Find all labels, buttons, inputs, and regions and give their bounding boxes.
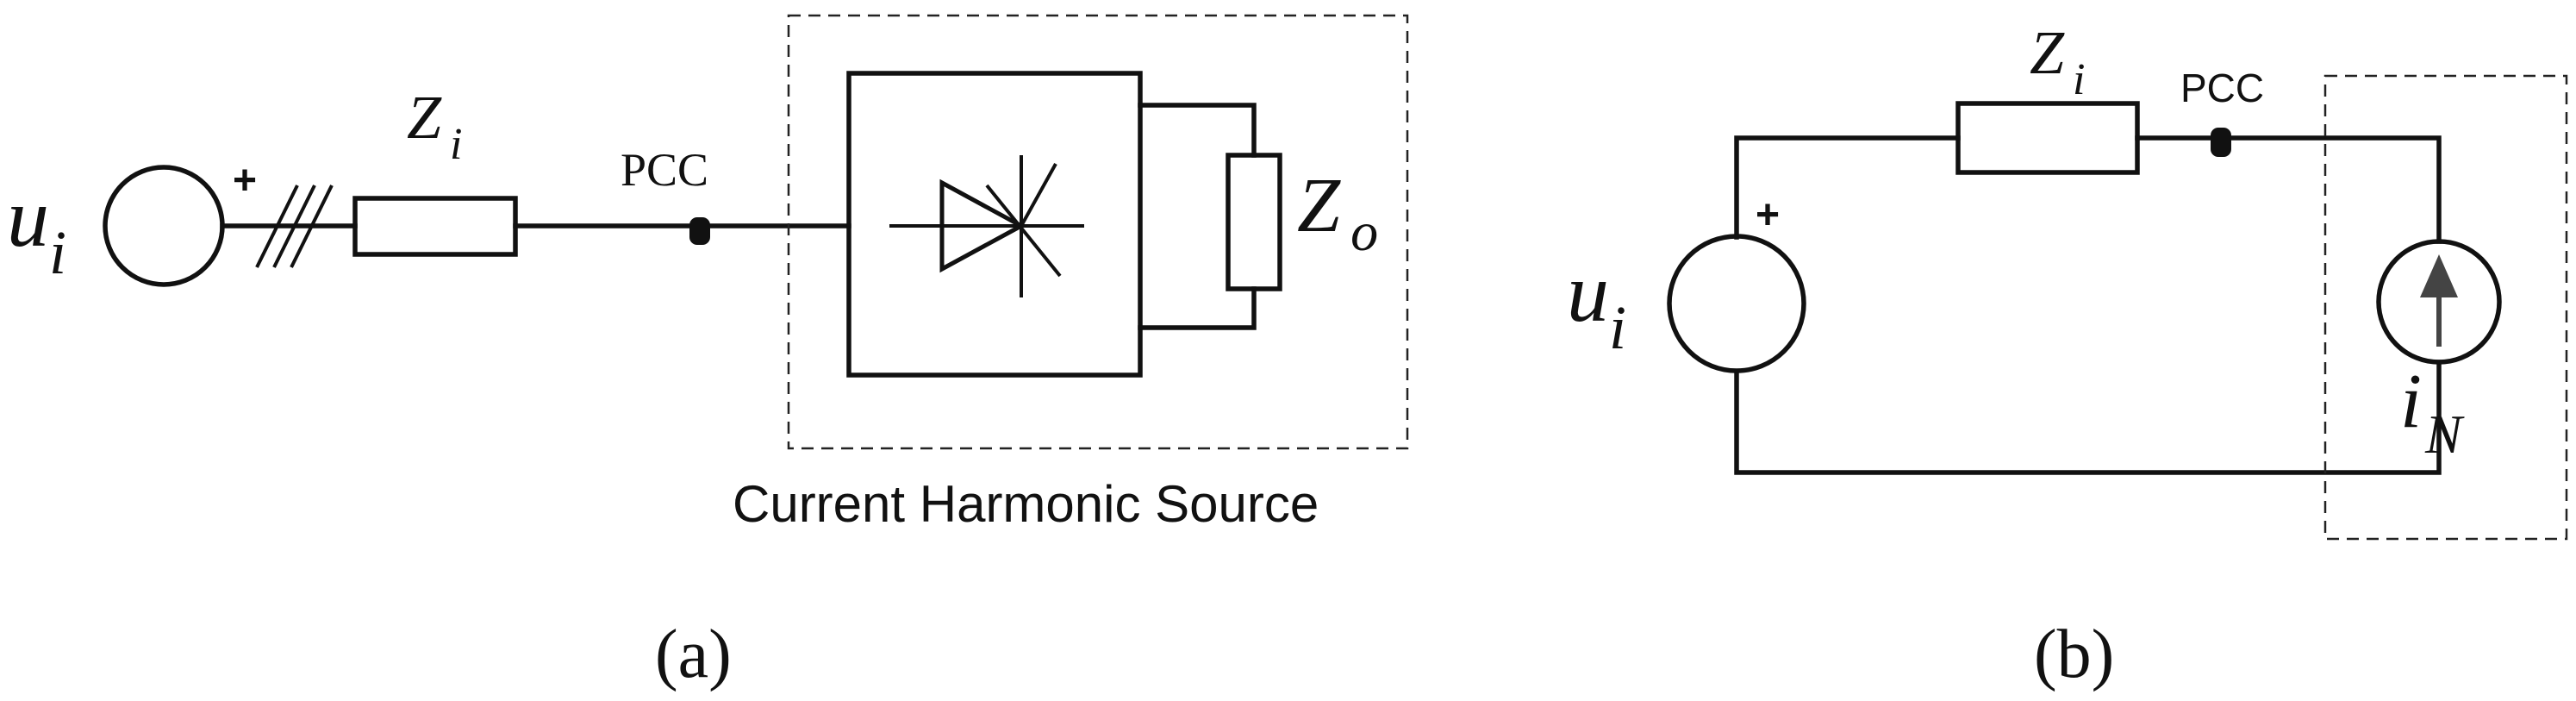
wire-b-bottom: [1734, 360, 2442, 475]
current-source-box-b: [2323, 74, 2568, 541]
impedance-zi-b: [1955, 101, 2140, 175]
current-harmonic-source-caption: Current Harmonic Source: [733, 475, 1319, 533]
panel-label-b: (b): [2034, 617, 2114, 692]
current-harmonic-source-box: [787, 14, 1409, 450]
voltage-source-b: [1667, 234, 1806, 373]
voltage-source-a: [103, 165, 225, 287]
source-label-a: ui: [7, 172, 66, 287]
impedance-zi-a: [352, 196, 518, 257]
pcc-label-a: PCC: [621, 144, 708, 196]
impedance-zo: [1226, 153, 1282, 291]
wire-b-top-left: [1734, 135, 1961, 240]
pcc-node-b: [2211, 128, 2231, 157]
thyristor-symbol: [889, 155, 1084, 297]
panel-label-a: (a): [655, 617, 732, 692]
arrow-up-icon: [2420, 254, 2458, 347]
wire-a-4: [1138, 286, 1257, 330]
plus-sign-b: +: [1756, 192, 1780, 238]
converter-block: [846, 71, 1143, 378]
source-label-b: ui: [1567, 247, 1626, 362]
plus-sign-a: +: [233, 158, 257, 203]
wire-a-3: [1138, 103, 1257, 158]
three-phase-marks: [255, 185, 334, 268]
current-source-label: iN: [2400, 359, 2465, 465]
current-source: [2376, 239, 2502, 365]
wire-b-top-right: [2135, 135, 2442, 244]
pcc-label-b: PCC: [2180, 66, 2264, 110]
pcc-node-a: [689, 217, 710, 245]
